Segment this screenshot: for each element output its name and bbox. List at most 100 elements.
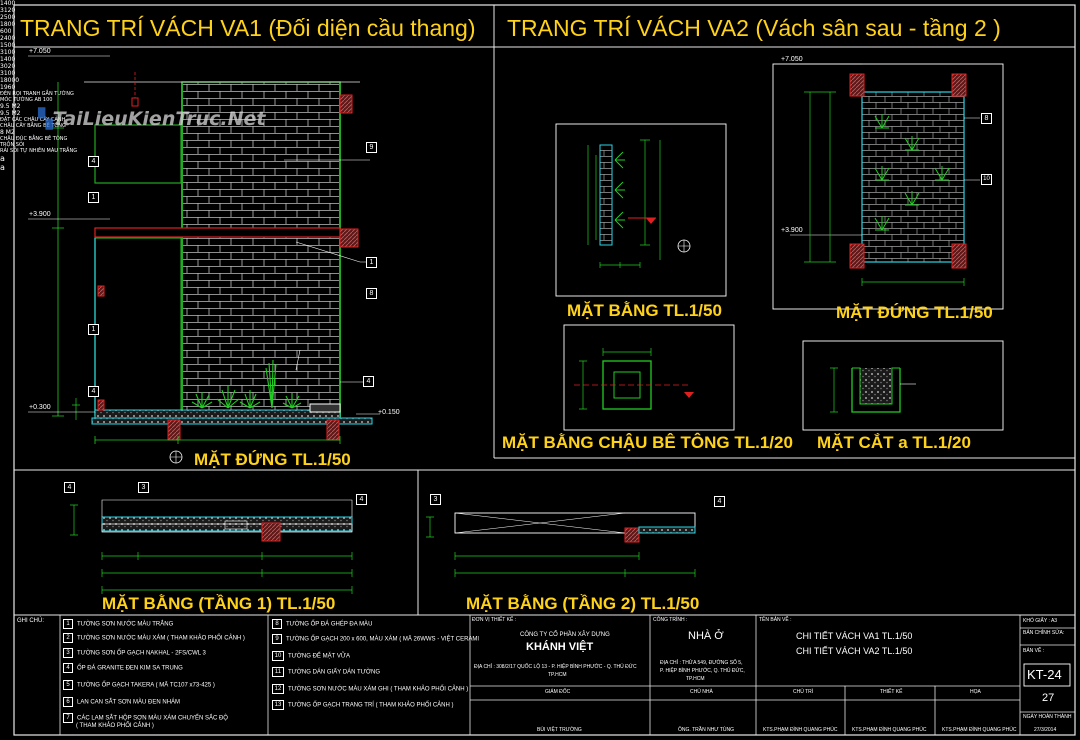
- tb-signature-3: KTS.PHẠM ĐÌNH QUANG PHÚC: [763, 727, 838, 733]
- caption-mat-bang-t1: MẶT BẰNG (TẦNG 1) TL.1/50: [102, 594, 336, 613]
- tag-3: 3: [138, 482, 149, 493]
- tb-project-label: CÔNG TRÌNH :: [653, 617, 688, 623]
- note-concrete-pot: CHẬU ĐÚC BẰNG BÊ TÔNG TRỘN SỎI: [0, 136, 68, 148]
- level-0150: +0.150: [378, 409, 400, 416]
- caption-mat-dung-va1: MẶT ĐỨNG TL.1/50: [194, 450, 351, 469]
- caption-mat-bang-t2: MẶT BẰNG (TẦNG 2) TL.1/50: [466, 594, 700, 613]
- tag-3b: 3: [430, 494, 441, 505]
- note-gravel: RẢI SỎI TỰ NHIÊN MÀU TRẮNG: [0, 148, 78, 154]
- section-a: [802, 340, 1004, 431]
- tb-company-name: KHÁNH VIỆT: [526, 641, 594, 653]
- tb-lead: CHỦ TRÌ: [793, 689, 814, 695]
- level-3900: +3.900: [29, 211, 51, 218]
- tb-sheet-number: 27: [1042, 692, 1055, 704]
- tb-revision: BẢN CHỈNH SỬA:: [1023, 630, 1065, 636]
- level-3900-va2: +3.900: [781, 227, 803, 234]
- tb-company: CÔNG TY CỔ PHẦN XÂY DỰNG: [520, 632, 610, 638]
- tag-4d: 4: [64, 482, 75, 493]
- tb-sheet-label: BẢN VẼ :: [1023, 648, 1045, 654]
- tag-10: 10: [981, 174, 992, 185]
- tb-site-3: TP.HCM: [686, 676, 705, 682]
- title-block-grid: [59, 615, 1075, 735]
- tb-signature-2: ÔNG. TRẦN NHƯ TÙNG: [678, 727, 735, 733]
- caption-mat-bang-chau: MẶT BẰNG CHẬU BÊ TÔNG TL.1/20: [502, 433, 793, 452]
- note-hook: MÓC TƯỜNG AB 100: [0, 97, 53, 103]
- tb-date: 27/3/2014: [1034, 727, 1057, 733]
- tb-sheet: KT-24: [1027, 667, 1062, 682]
- tb-owner: CHỦ NHÀ: [690, 689, 713, 695]
- dim-1800: 1800: [0, 21, 16, 28]
- dim-1400-b: 1400: [0, 56, 16, 63]
- tb-signature-5: KTS.PHẠM ĐÌNH QUANG PHÚC: [942, 727, 1017, 733]
- note-area-8: 8 M2: [0, 129, 15, 136]
- tb-site-2: P. HIỆP BÌNH PHƯỚC, Q. THỦ ĐỨC,: [660, 668, 745, 674]
- title-va1: TRANG TRÍ VÁCH VA1 (Đối diện cầu thang): [20, 15, 476, 41]
- tb-address: ĐỊA CHỈ : 308/2/17 QUỐC LỘ 13 - P. HIỆP …: [474, 664, 637, 670]
- tb-address-2: TP.HCM: [548, 672, 567, 678]
- section-mark-a-pot: a: [0, 163, 5, 172]
- caption-mat-bang: MẶT BẰNG TL.1/50: [567, 301, 722, 320]
- note-pot: CHẬU CÂY BẰNG BÊ TÔNG: [0, 123, 66, 129]
- tag-4e: 4: [356, 494, 367, 505]
- tb-paper-size: KHỔ GIẤY : A3: [1023, 618, 1058, 624]
- dim-1960: 1960: [0, 84, 16, 91]
- level-7050: +7.050: [29, 48, 51, 55]
- section-mark-a-plan: a: [0, 154, 5, 163]
- brick-wall: [181, 81, 341, 418]
- dim-1400: 1400: [0, 0, 16, 7]
- tb-designer-label: ĐƠN VỊ THIẾT KẾ :: [472, 617, 517, 623]
- tag-8: 8: [366, 288, 377, 299]
- plan-floor1: [70, 499, 353, 594]
- dim-1500: 1500: [0, 42, 16, 49]
- caption-mat-cat: MẶT CẮT a TL.1/20: [817, 433, 971, 452]
- tag-4f: 4: [714, 496, 725, 507]
- tag-1c: 1: [88, 324, 99, 335]
- legend-header: GHI CHÚ:: [17, 618, 44, 624]
- va1-elevation: [28, 55, 380, 464]
- tb-signature-1: BÙI VIỆT TRƯỜNG: [537, 727, 582, 733]
- tb-designer: THIẾT KẾ: [880, 689, 903, 695]
- dim-600: 600: [0, 28, 12, 35]
- tb-signature-4: KTS.PHẠM ĐÌNH QUANG PHÚC: [852, 727, 927, 733]
- pot-plan: [563, 324, 735, 431]
- tag-4: 4: [88, 156, 99, 167]
- note-lamp: ĐÈN RỌI TRANH GẮN TƯỜNG: [0, 91, 74, 97]
- watermark-text: TaiLieuKienTruc.Net: [52, 108, 266, 130]
- dim-2500: 2500: [0, 14, 16, 21]
- tb-drawing-1: CHI TIẾT VÁCH VA1 TL.1/50: [796, 631, 913, 641]
- tb-drawing-label: TÊN BẢN VẼ :: [759, 617, 792, 623]
- va2-plan: [555, 123, 727, 297]
- tb-date-label: NGÀY HOÀN THÀNH: [1023, 714, 1072, 720]
- plan-floor2: [426, 512, 696, 577]
- tag-1: 1: [88, 192, 99, 203]
- level-7050-va2: +7.050: [781, 56, 803, 63]
- tag-1b: 1: [366, 257, 377, 268]
- dim-3100: 3100: [0, 49, 16, 56]
- dim-18000: 18000: [0, 77, 20, 84]
- tag-8b: 8: [981, 113, 992, 124]
- note-area-2: 9.5 M2: [0, 110, 21, 117]
- tb-project: NHÀ Ở: [688, 630, 724, 642]
- tag-4b: 4: [88, 386, 99, 397]
- logo-icon: ▚: [38, 108, 53, 130]
- dim-3120: 3120: [0, 7, 16, 14]
- level-0300: +0.300: [29, 404, 51, 411]
- note-plants: ĐẶT CÁC CHẬU CÂY CẢNH: [0, 117, 66, 123]
- note-area-1: 9.5 M2: [0, 103, 21, 110]
- tb-drawing-2: CHI TIẾT VÁCH VA2 TL.1/50: [796, 646, 913, 656]
- va2-elevation: [772, 63, 1004, 310]
- dim-3100-b: 3100: [0, 70, 16, 77]
- title-va2: TRANG TRÍ VÁCH VA2 (Vách sân sau - tầng …: [507, 15, 1001, 41]
- dim-2400: 2400: [0, 35, 16, 42]
